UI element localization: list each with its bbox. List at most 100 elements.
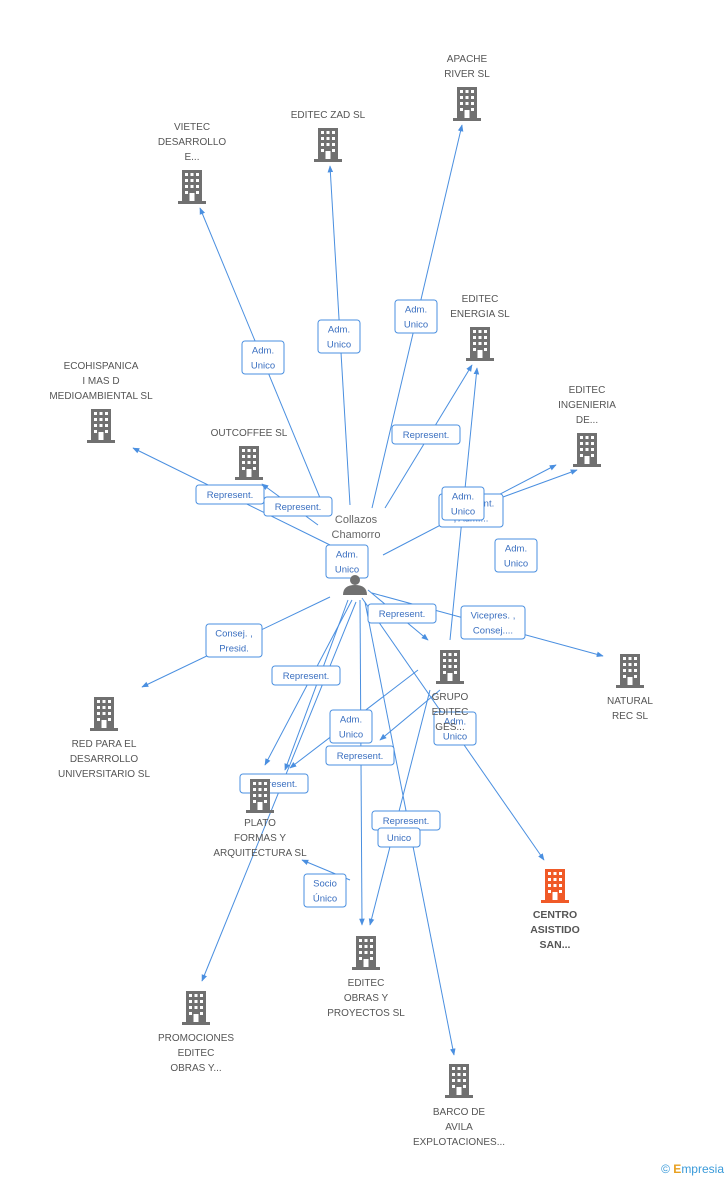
- relation-label-box: [441, 486, 485, 521]
- relation-label-l-vietec[interactable]: Adm. Unico: [241, 340, 285, 375]
- company-node-centro[interactable]: CENTROASISTIDOSAN...: [530, 869, 580, 951]
- relation-label-text: Represent.: [275, 502, 321, 513]
- building-icon: [453, 87, 481, 121]
- relation-label-l-ing-b[interactable]: Adm. Unico: [441, 486, 485, 521]
- company-name-line: EDITEC: [432, 707, 469, 718]
- building-icon: [182, 991, 210, 1025]
- relation-label-box: [433, 711, 477, 746]
- company-name-line: EDITEC: [348, 978, 385, 989]
- relation-label-l-zad[interactable]: Adm.Unico: [317, 319, 361, 354]
- company-name-line: NATURAL: [607, 696, 653, 707]
- company-node-red-desarrollo[interactable]: RED PARA EL DESARROLLO UNIVERSITARIO SL: [58, 697, 150, 780]
- company-node-ecohispanica[interactable]: ECOHISPANICA I MAS D MEDIOAMBIENTAL SL: [49, 361, 153, 443]
- relation-label-l-natural[interactable]: Vicepres. ,Consej....: [460, 605, 526, 640]
- company-name-line: GES...: [435, 722, 464, 733]
- company-name-line: MEDIOAMBIENTAL SL: [49, 391, 153, 402]
- relation-label-l-eco[interactable]: Represent.: [195, 484, 265, 505]
- company-name-line: I MAS D: [82, 376, 119, 387]
- company-name-line: INGENIERIA: [558, 400, 616, 411]
- company-name-line: REC SL: [612, 711, 649, 722]
- relation-label-l-plato-c[interactable]: Represent.: [325, 745, 395, 766]
- relation-label-text: Represent.: [251, 779, 297, 790]
- relation-label-text: Unico: [339, 730, 363, 741]
- company-name-line: GRUPO: [432, 692, 469, 703]
- relation-label-text: Represent.: [207, 490, 253, 501]
- relation-label-l-obras-b[interactable]: Unico: [377, 827, 421, 848]
- relation-label-box: [271, 665, 341, 686]
- building-icon: [235, 446, 263, 480]
- person-name-line: Chamorro: [332, 529, 381, 541]
- person-icon: [343, 575, 367, 595]
- company-name-line: PLATO: [244, 818, 276, 829]
- brand-logo-initial: E: [673, 1162, 682, 1176]
- building-icon: [445, 1064, 473, 1098]
- company-name-line: ECOHISPANICA: [64, 361, 139, 372]
- relation-label-text: Unico: [404, 320, 428, 331]
- company-name-line: BARCO DE: [433, 1107, 486, 1118]
- company-name-line: CENTRO: [533, 909, 577, 921]
- relation-label-l-red[interactable]: Consej. ,Presid.: [205, 623, 263, 658]
- relation-label-l-outcoffee[interactable]: Represent.: [263, 496, 333, 517]
- company-name-line: OUTCOFFEE SL: [211, 428, 288, 439]
- relation-label-l-grupo[interactable]: Represent.: [367, 603, 437, 624]
- edge-labels-layer: Adm.UnicoAdm.UnicoAdm.UnicoRepresent.Rep…: [195, 299, 538, 908]
- relation-label-box: [195, 484, 265, 505]
- relation-label-box: [460, 605, 526, 640]
- relation-label-text: Adm.: [340, 715, 362, 726]
- company-name-line: AVILA: [445, 1122, 473, 1133]
- company-name-line: ARQUITECTURA SL: [213, 848, 307, 859]
- company-node-vietec[interactable]: VIETECDESARROLLOE...: [158, 122, 227, 204]
- relation-label-text: Unico: [327, 340, 351, 351]
- relation-label-l-ing-c[interactable]: Adm.Unico: [494, 538, 538, 573]
- relation-label-l-center[interactable]: Adm.Unico: [325, 544, 369, 579]
- relation-label-text: Consej....: [473, 626, 513, 637]
- company-name-line: DE...: [576, 415, 598, 426]
- relation-label-text: Represent.: [283, 671, 329, 682]
- company-name-line: OBRAS Y...: [170, 1063, 221, 1074]
- company-name-line: EDITEC ZAD SL: [291, 110, 366, 121]
- brand-logo-text: mpresia: [681, 1162, 724, 1176]
- company-name-line: UNIVERSITARIO SL: [58, 769, 150, 780]
- relation-label-box: [205, 623, 263, 658]
- relation-label-box: [325, 544, 369, 579]
- company-name-line: RED PARA EL: [72, 739, 137, 750]
- relation-label-text: Adm.: [252, 346, 274, 357]
- relation-label-text: Unico: [451, 507, 475, 518]
- relation-label-text: Adm.: [405, 305, 427, 316]
- relation-label-text: Adm.: [336, 550, 358, 561]
- building-icon: [616, 654, 644, 688]
- relation-label-text: Adm.: [452, 492, 474, 503]
- company-node-barco[interactable]: BARCO DE AVILA EXPLOTACIONES...: [413, 1064, 505, 1148]
- building-icon: [573, 433, 601, 467]
- building-icon: [178, 170, 206, 204]
- relation-label-l-energia[interactable]: Represent.: [391, 424, 461, 445]
- relation-label-l-plato-a[interactable]: Represent.: [271, 665, 341, 686]
- relation-label-text: Consej. ,: [215, 629, 253, 640]
- relation-label-text: Unico: [251, 361, 275, 372]
- company-node-grupo-editec[interactable]: GRUPO EDITEC GES...: [432, 650, 469, 733]
- relation-label-l-plato-b[interactable]: Adm. Unico: [329, 709, 373, 744]
- relation-label-box: [329, 709, 373, 744]
- company-name-line: APACHE: [447, 54, 488, 65]
- relation-label-box: [263, 496, 333, 517]
- company-node-natural-rec[interactable]: NATURAL REC SL: [607, 654, 653, 722]
- relation-label-box: [377, 827, 421, 848]
- company-name-line: DESARROLLO: [70, 754, 139, 765]
- relation-label-l-obras-a[interactable]: Represent.: [371, 810, 441, 831]
- building-icon: [314, 128, 342, 162]
- relation-label-l-apache[interactable]: Adm. Unico: [394, 299, 438, 334]
- company-node-editec-ingenieria[interactable]: EDITECINGENIERIADE...: [558, 385, 616, 467]
- relation-label-l-centro[interactable]: Adm.Unico: [433, 711, 477, 746]
- company-name-line: EXPLOTACIONES...: [413, 1137, 505, 1148]
- company-node-editec-zad[interactable]: EDITEC ZAD SL: [291, 110, 366, 162]
- company-node-outcoffee[interactable]: OUTCOFFEE SL: [211, 428, 288, 480]
- empresia-watermark[interactable]: © Empresia: [661, 1162, 724, 1176]
